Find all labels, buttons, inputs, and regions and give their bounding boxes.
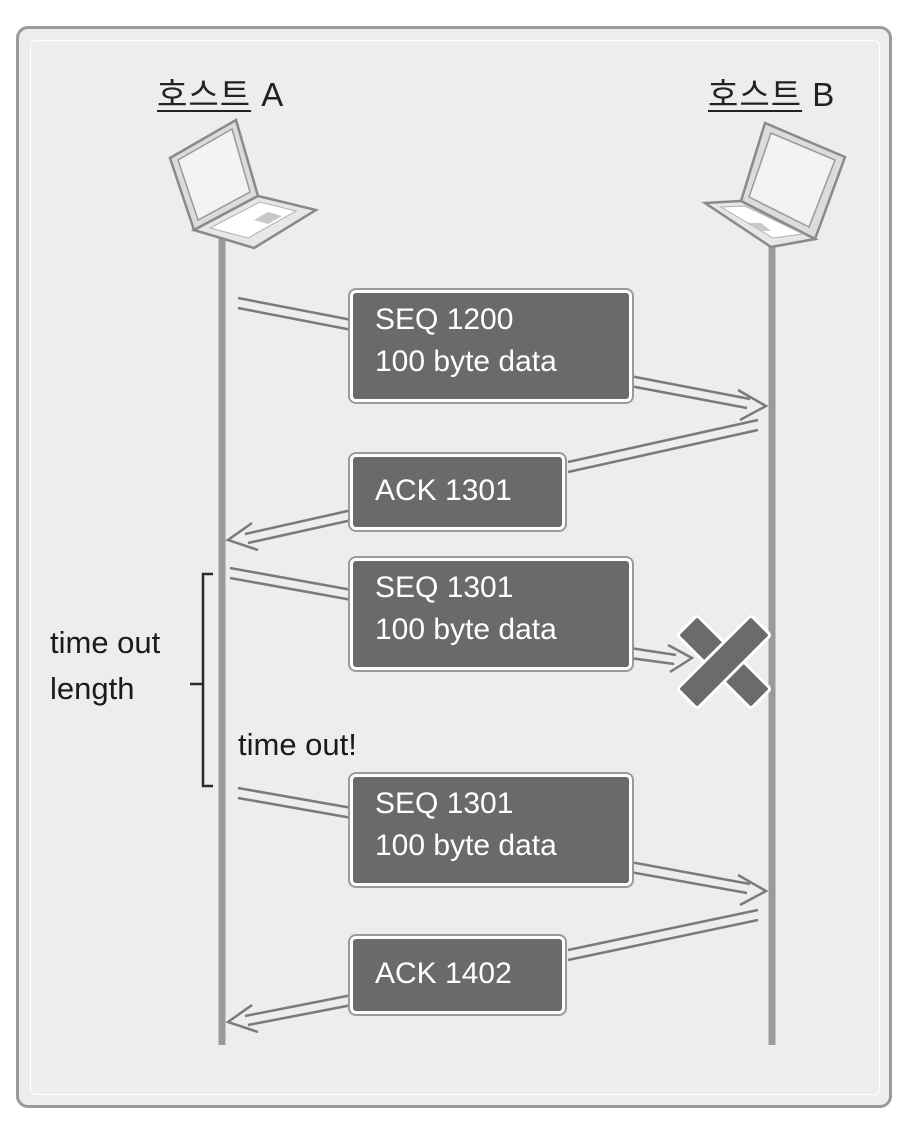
timeout-length-line1: time out bbox=[50, 625, 161, 660]
message-box-ack-1301: ACK 1301 bbox=[348, 452, 567, 532]
message-line: SEQ 1301 bbox=[375, 571, 514, 604]
arrow-seq-1301-lost bbox=[229, 566, 695, 674]
message-line: 100 byte data bbox=[375, 345, 557, 378]
laptop-icon bbox=[168, 118, 320, 250]
timeout-event-label: time out! bbox=[238, 727, 357, 762]
message-box-seq-1200: SEQ 1200 100 byte data bbox=[348, 288, 634, 404]
message-box-seq-1301-lost: SEQ 1301 100 byte data bbox=[348, 556, 634, 672]
cross-icon bbox=[677, 615, 771, 709]
timeout-bracket bbox=[190, 572, 213, 788]
message-line: ACK 1402 bbox=[375, 957, 512, 990]
timeout-length-label: time out length bbox=[50, 620, 160, 712]
message-box-seq-1301-resend: SEQ 1301 100 byte data bbox=[348, 772, 634, 888]
message-line: 100 byte data bbox=[375, 829, 557, 862]
host-b-label: 호스트 B bbox=[708, 68, 835, 116]
message-line: SEQ 1301 bbox=[375, 787, 514, 820]
message-line: ACK 1301 bbox=[375, 474, 512, 507]
message-line: 100 byte data bbox=[375, 613, 557, 646]
message-box-ack-1402: ACK 1402 bbox=[348, 934, 567, 1016]
host-a-label: 호스트 A bbox=[157, 68, 284, 116]
arrow-seq-1301-resend bbox=[237, 786, 769, 907]
message-line: SEQ 1200 bbox=[375, 303, 514, 336]
host-a-korean: 호스트 bbox=[157, 76, 252, 113]
timeout-length-line2: length bbox=[50, 671, 135, 706]
arrow-ack-1402 bbox=[225, 908, 759, 1034]
laptop-icon bbox=[701, 121, 847, 249]
host-a-letter: A bbox=[261, 76, 285, 113]
host-b-letter: B bbox=[812, 76, 836, 113]
arrow-seq-1200 bbox=[237, 296, 769, 422]
arrow-ack-1301 bbox=[225, 418, 759, 552]
host-b-korean: 호스트 bbox=[708, 76, 803, 113]
